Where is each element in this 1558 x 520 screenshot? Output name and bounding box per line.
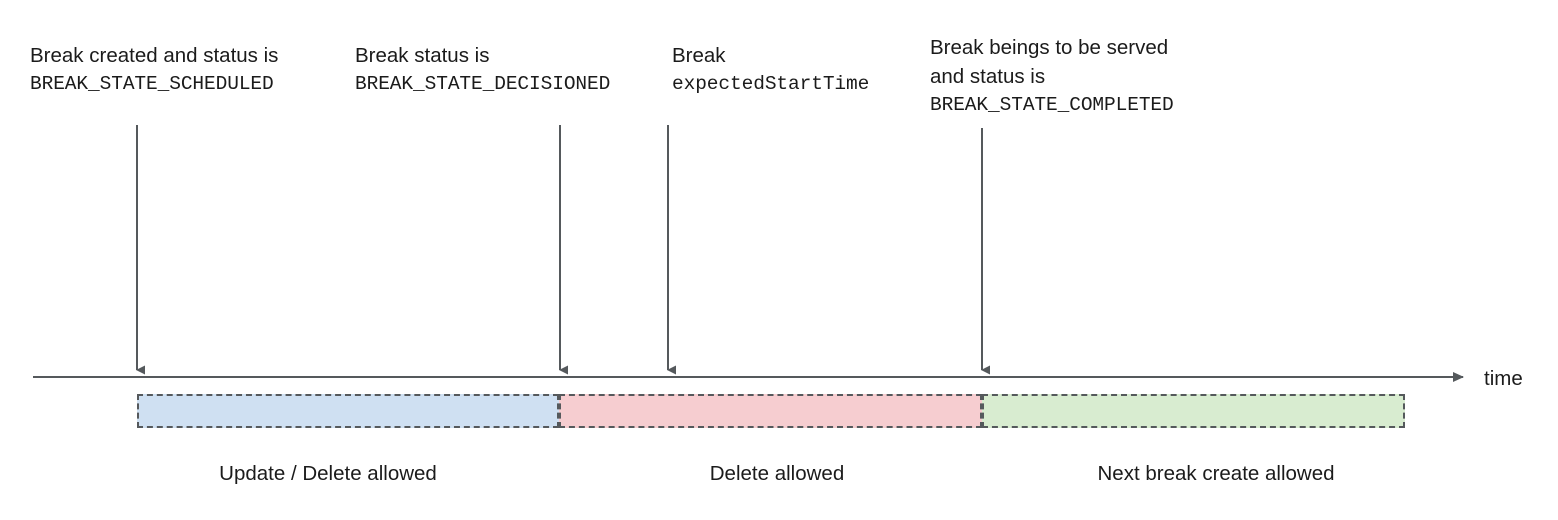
segment-delete-allowed-caption: Delete allowed — [709, 462, 845, 485]
time-axis-label: time — [1484, 367, 1523, 390]
segment-next-break-create-allowed-caption: Next break create allowed — [1097, 462, 1335, 485]
annotation-expected-start-time-line-1: Break — [672, 44, 726, 67]
annotation-decisioned-line-1: Break status is — [355, 44, 490, 67]
annotation-completed: Break beings to be served and status is BR… — [930, 33, 1174, 120]
annotation-completed-line-1: Break beings to be served — [930, 36, 1169, 59]
segment-update-delete-allowed-caption: Update / Delete allowed — [219, 462, 437, 485]
annotation-completed-line-3: BREAK_STATE_COMPLETED — [930, 94, 1174, 116]
annotation-scheduled-line-1: Break created and status is — [30, 44, 279, 67]
annotation-scheduled: Break created and status is BREAK_STATE_S… — [30, 41, 278, 99]
annotation-decisioned: Break status is BREAK_STATE_DECISIONED — [355, 41, 610, 99]
annotation-decisioned-line-2: BREAK_STATE_DECISIONED — [355, 73, 611, 95]
annotation-scheduled-line-2: BREAK_STATE_SCHEDULED — [30, 73, 274, 95]
annotation-expected-start-time-line-2: expectedStartTime — [672, 73, 870, 95]
annotation-completed-line-2: and status is — [930, 65, 1046, 88]
annotation-arrows — [136, 125, 990, 375]
segment-update-delete-allowed — [137, 394, 559, 428]
annotation-expected-start-time: Break expectedStartTime — [672, 41, 869, 99]
segment-next-break-create-allowed — [982, 394, 1405, 428]
segment-delete-allowed — [559, 394, 982, 428]
